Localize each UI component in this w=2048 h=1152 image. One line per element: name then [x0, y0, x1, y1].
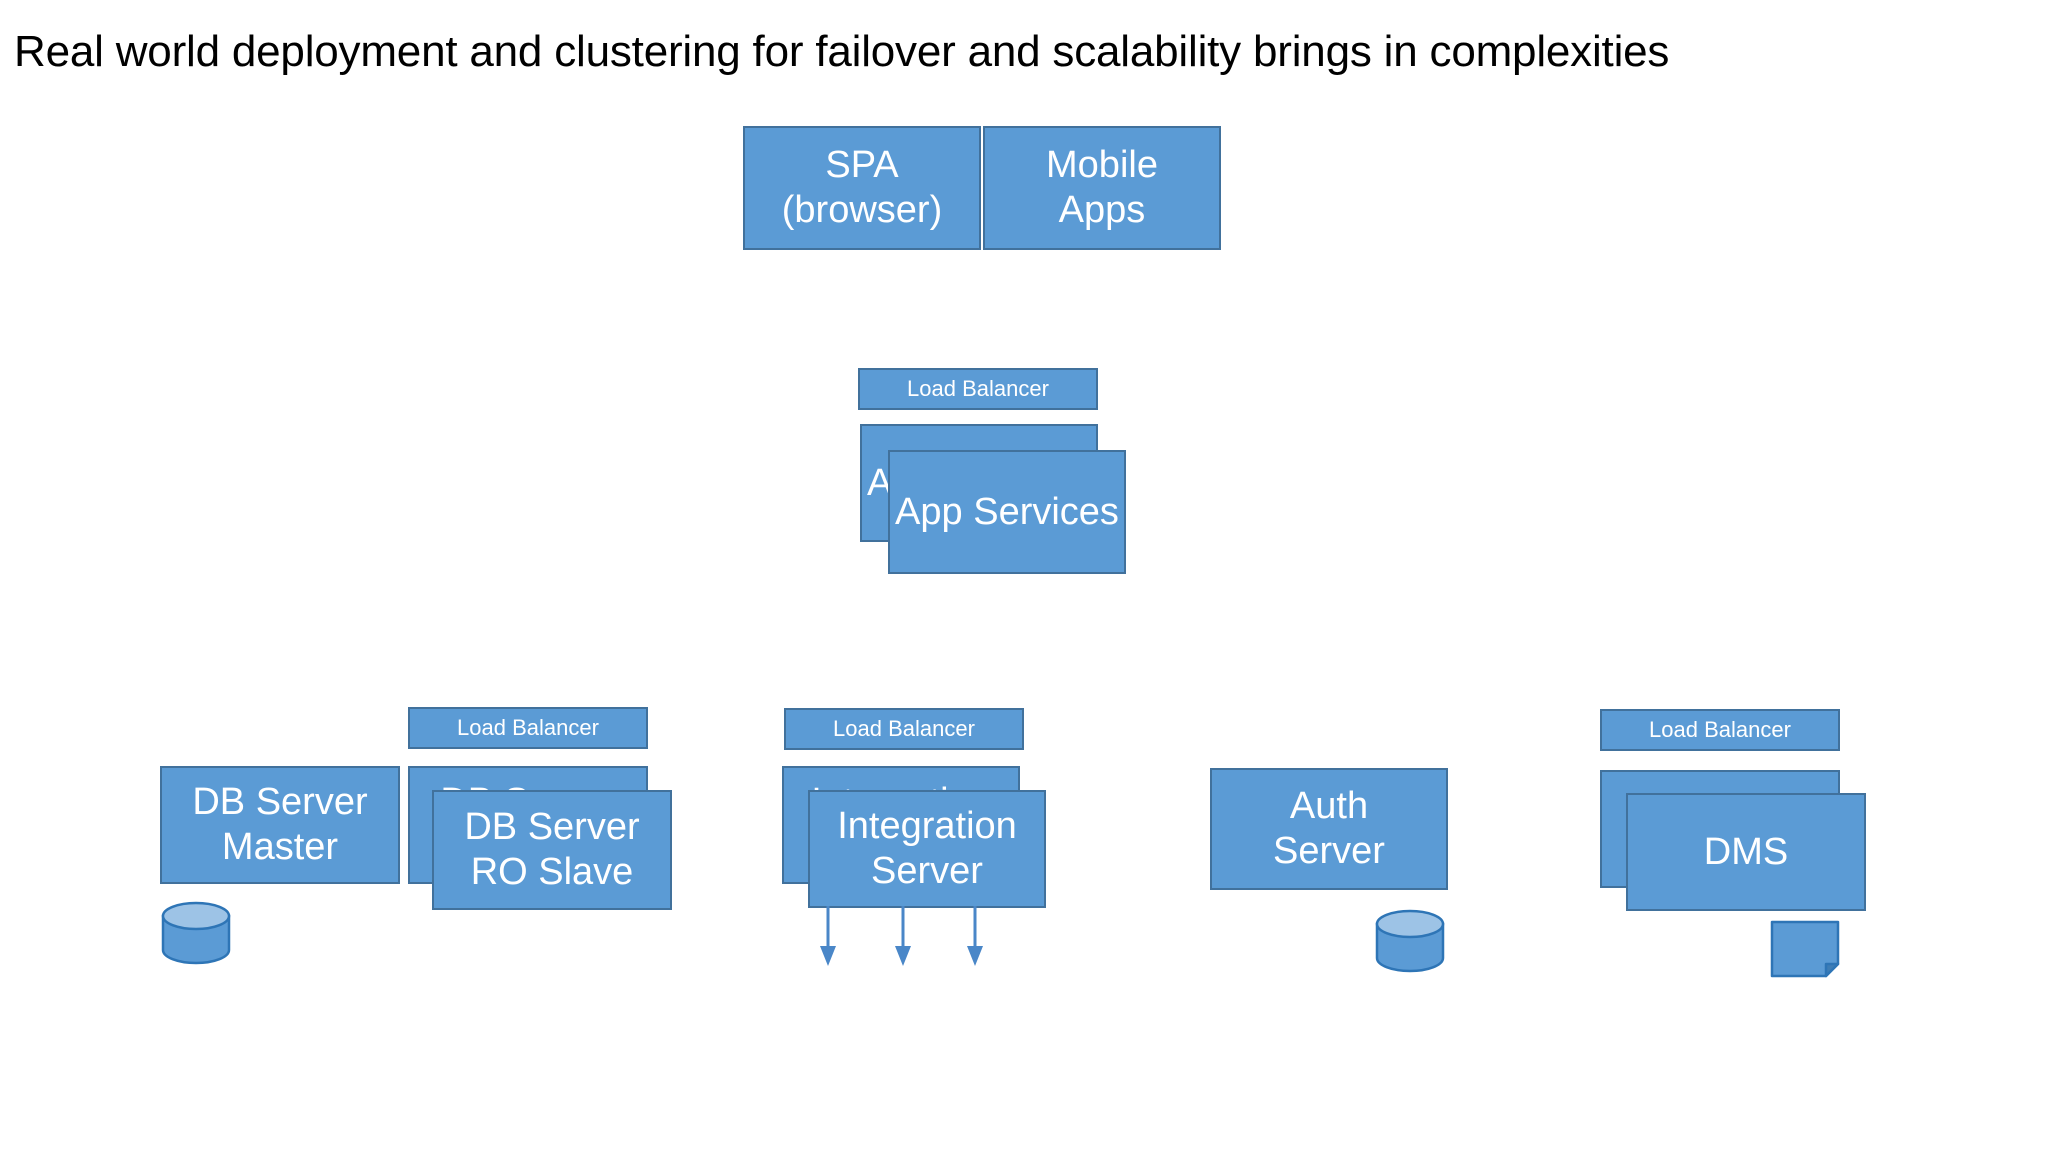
load-balancer-integration-server[interactable]: Load Balancer: [784, 708, 1024, 750]
node-integration-server-front[interactable]: Integration Server: [808, 790, 1046, 908]
load-balancer-db-slave[interactable]: Load Balancer: [408, 707, 648, 749]
load-balancer-app-services[interactable]: Load Balancer: [858, 368, 1098, 410]
outbound-arrow-1-icon: [818, 906, 838, 968]
outbound-arrow-2-icon: [893, 906, 913, 968]
node-app-services-instance-front[interactable]: App Services: [888, 450, 1126, 574]
outbound-arrow-3-icon: [965, 906, 985, 968]
document-folded-corner-icon-dms: [1770, 920, 1840, 978]
node-db-server-master[interactable]: DB Server Master: [160, 766, 400, 884]
database-cylinder-icon-auth: [1374, 908, 1446, 974]
node-auth-server[interactable]: Auth Server: [1210, 768, 1448, 890]
node-spa-browser[interactable]: SPA (browser): [743, 126, 981, 250]
database-cylinder-icon-db-master: [160, 900, 232, 966]
node-dms-front[interactable]: DMS: [1626, 793, 1866, 911]
load-balancer-dms[interactable]: Load Balancer: [1600, 709, 1840, 751]
node-db-server-ro-slave-front[interactable]: DB Server RO Slave: [432, 790, 672, 910]
node-mobile-apps[interactable]: Mobile Apps: [983, 126, 1221, 250]
page-title: Real world deployment and clustering for…: [14, 27, 1670, 76]
